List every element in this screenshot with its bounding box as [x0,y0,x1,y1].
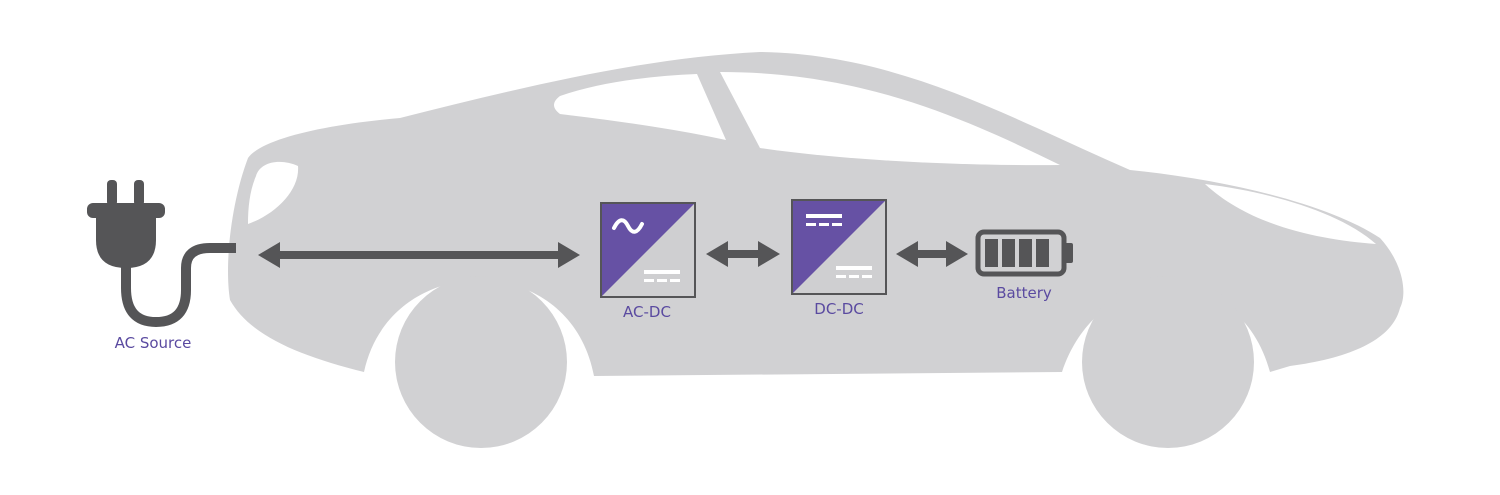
ac-dc-label: AC-DC [623,303,671,321]
plug-icon [87,180,236,328]
ac-source-label: AC Source [114,334,192,352]
rear-wheel [395,276,567,448]
ac-dc-converter [600,202,696,298]
sine-wave-icon [612,218,644,234]
arrow-source-to-acdc [258,242,580,268]
arrow-acdc-to-dcdc [706,241,780,267]
front-wheel [1082,276,1254,448]
dc-dc-label: DC-DC [814,300,864,318]
rear-window [554,74,726,140]
arrow-dcdc-to-battery [896,241,968,267]
headlight [248,161,299,224]
dc-dc-converter [791,199,887,295]
dc-lines-icon [644,270,680,282]
taillight [1205,184,1376,244]
battery-full-icon [975,229,1073,277]
battery-label: Battery [996,284,1052,302]
front-window [720,72,1060,166]
dc-lines-icon [836,266,872,278]
dc-lines-icon [806,214,842,226]
